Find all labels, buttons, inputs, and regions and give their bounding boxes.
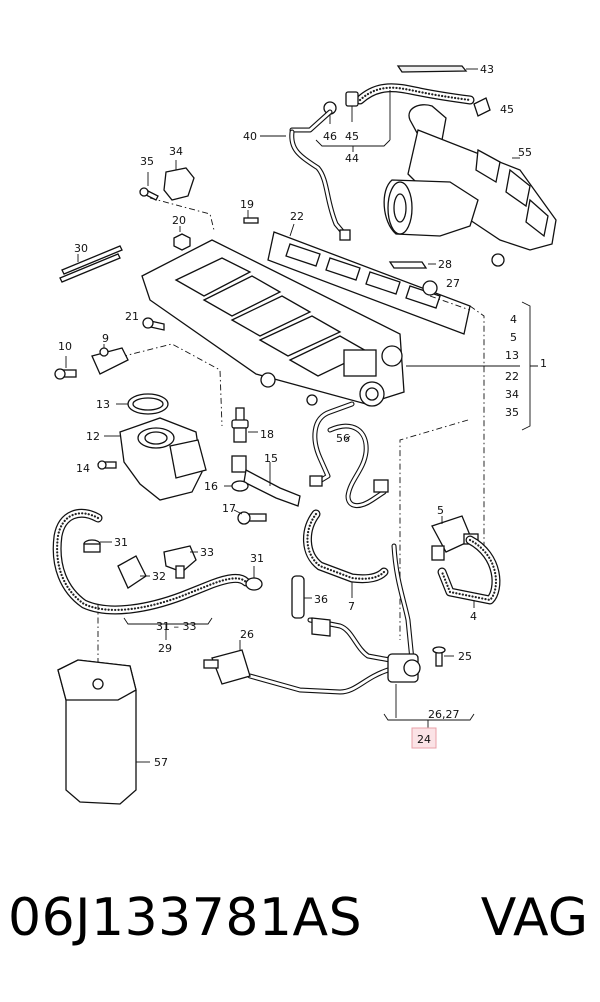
label-18: 18 xyxy=(260,428,274,441)
label-31-right: 31 xyxy=(250,552,264,565)
label-15: 15 xyxy=(264,452,278,465)
label-40: 40 xyxy=(243,130,257,143)
label-19: 19 xyxy=(240,198,254,211)
hose-56 xyxy=(309,401,389,508)
part-9 xyxy=(91,344,129,375)
label-34-right: 34 xyxy=(505,388,519,401)
label-43: 43 xyxy=(480,63,494,76)
gasket-13 xyxy=(116,393,169,415)
label-26: 26 xyxy=(240,628,254,641)
parts-diagram: 43 45 46 45 44 40 55 35 34 19 20 22 28 2… xyxy=(52,63,557,805)
hose-7 xyxy=(303,509,389,598)
label-17: 17 xyxy=(222,502,236,515)
bracket-44 xyxy=(315,90,391,152)
label-28: 28 xyxy=(438,258,452,271)
brand-name: VAG xyxy=(480,888,588,948)
dash-right-2 xyxy=(399,419,469,640)
label-57: 57 xyxy=(154,756,168,769)
label-7: 7 xyxy=(348,600,355,613)
label-12: 12 xyxy=(86,430,100,443)
nut-20 xyxy=(173,226,191,251)
part-number: 06J133781AS xyxy=(8,888,363,948)
label-13-right: 13 xyxy=(505,349,519,362)
label-22: 22 xyxy=(290,210,304,223)
label-16: 16 xyxy=(204,480,218,493)
canister-57 xyxy=(57,659,150,805)
throttle-body-12 xyxy=(104,417,207,501)
part-36 xyxy=(291,575,312,619)
label-56: 56 xyxy=(336,432,350,445)
label-5: 5 xyxy=(510,331,517,344)
dash-right-1 xyxy=(469,305,485,552)
gasket-22 xyxy=(267,223,471,335)
part-28 xyxy=(388,261,436,269)
label-25: 25 xyxy=(458,650,472,663)
dash-left-1 xyxy=(107,343,223,427)
label-1: 1 xyxy=(540,357,547,370)
label-29: 29 xyxy=(158,642,172,655)
bolt-14 xyxy=(97,460,117,470)
highlight-24-box xyxy=(411,727,437,749)
label-14: 14 xyxy=(76,462,90,475)
line-24 xyxy=(247,543,421,718)
label-10: 10 xyxy=(58,340,72,353)
label-36: 36 xyxy=(314,593,328,606)
label-4: 4 xyxy=(510,313,517,326)
label-45-left: 45 xyxy=(345,130,359,143)
label-24: 24 xyxy=(417,733,431,746)
label-9: 9 xyxy=(102,332,109,345)
label-27: 27 xyxy=(446,277,460,290)
bolt-17 xyxy=(233,509,267,525)
part-43-strip xyxy=(396,65,478,73)
label-35-right: 35 xyxy=(505,406,519,419)
label-55: 55 xyxy=(518,146,532,159)
label-13: 13 xyxy=(96,398,110,411)
clip-33 xyxy=(163,545,198,579)
vacuum-hose-top xyxy=(355,83,475,105)
label-21: 21 xyxy=(125,310,139,323)
connector-45-right xyxy=(473,97,491,117)
connector-46 xyxy=(323,101,337,124)
hose-4 xyxy=(437,535,501,608)
bolt-21 xyxy=(142,317,165,331)
label-44: 44 xyxy=(345,152,359,165)
part-30-strips xyxy=(59,245,123,283)
label-4-lower: 4 xyxy=(470,610,477,623)
label-31-33: 31 – 33 xyxy=(156,620,197,633)
intake-manifold xyxy=(141,239,520,407)
label-35: 35 xyxy=(140,155,154,168)
label-5-lower: 5 xyxy=(437,504,444,517)
bolt-35 xyxy=(139,172,159,201)
label-32: 32 xyxy=(152,570,166,583)
label-34: 34 xyxy=(169,145,183,158)
part-27 xyxy=(422,280,471,311)
part-26 xyxy=(203,640,251,685)
sensor-34 xyxy=(163,160,195,201)
bolt-25 xyxy=(432,646,454,667)
clamp-31-left xyxy=(83,539,112,553)
turbocharger-55 xyxy=(383,104,557,267)
clamp-31-right xyxy=(245,566,263,591)
bracket-1 xyxy=(521,301,538,431)
label-33: 33 xyxy=(200,546,214,559)
part-16 xyxy=(224,480,249,492)
label-46: 46 xyxy=(323,130,337,143)
clip-32 xyxy=(117,555,150,589)
label-22-right: 22 xyxy=(505,370,519,383)
label-20: 20 xyxy=(172,214,186,227)
stud-19 xyxy=(243,210,259,224)
bracket-26-27 xyxy=(383,713,475,728)
dash-top-left xyxy=(149,197,215,231)
bolt-10 xyxy=(54,356,77,380)
label-45-right: 45 xyxy=(500,103,514,116)
bracket-31-33 xyxy=(123,617,213,640)
part-18 xyxy=(231,407,258,443)
line-40 xyxy=(260,109,351,241)
label-26-27: 26,27 xyxy=(428,708,460,721)
hose-29 xyxy=(52,509,251,615)
connector-45-left xyxy=(345,91,359,122)
label-30: 30 xyxy=(74,242,88,255)
label-31-left: 31 xyxy=(114,536,128,549)
